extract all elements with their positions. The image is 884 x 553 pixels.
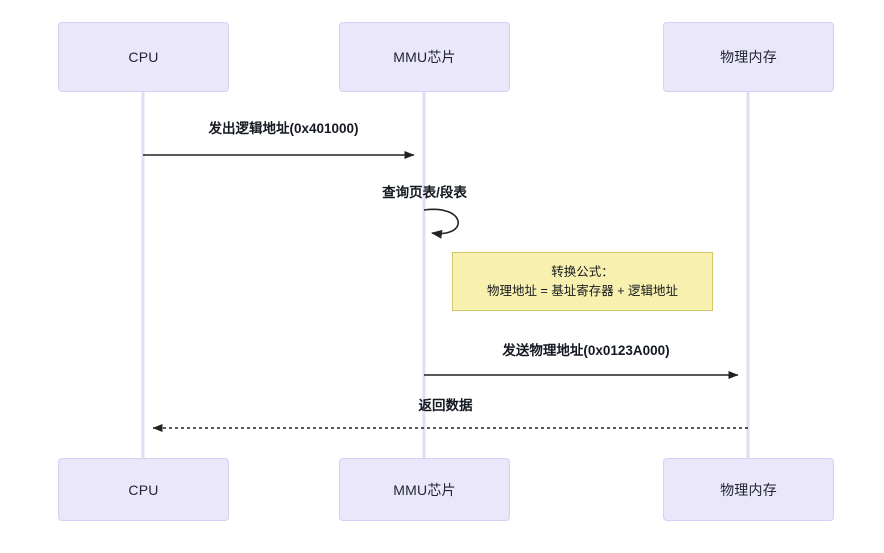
participant-box-cpu-bottom[interactable]: CPU: [58, 458, 229, 521]
message-label-4: 返回数据: [418, 398, 473, 413]
message-label-2: 查询页表/段表: [382, 185, 467, 200]
participant-box-cpu-top[interactable]: CPU: [58, 22, 229, 92]
participant-box-mem-top[interactable]: 物理内存: [663, 22, 834, 92]
participant-label-cpu-top: CPU: [128, 49, 159, 65]
message-label-3: 发送物理地址(0x0123A000): [502, 343, 670, 358]
participant-label-cpu-bottom: CPU: [128, 481, 159, 498]
participant-label-mmu-top: MMU芯片: [393, 49, 456, 65]
participant-label-mmu-bottom: MMU芯片: [393, 481, 456, 498]
participant-label-mem-bottom: 物理内存: [720, 481, 777, 498]
participant-box-mmu-top[interactable]: MMU芯片: [339, 22, 510, 92]
message-label-1: 发出逻辑地址(0x401000): [208, 121, 359, 136]
message-arrow-2-self-loop: [423, 208, 459, 239]
note-line-formula: 物理地址 = 基址寄存器 + 逻辑地址: [487, 283, 678, 298]
note-conversion-formula: 转换公式： 物理地址 = 基址寄存器 + 逻辑地址: [452, 252, 713, 311]
participant-box-mem-bottom[interactable]: 物理内存: [663, 458, 834, 521]
lifelines: [141, 92, 750, 458]
participant-box-mmu-bottom[interactable]: MMU芯片: [339, 458, 510, 521]
participant-label-mem-top: 物理内存: [720, 49, 777, 65]
note-line-title: 转换公式：: [551, 264, 614, 279]
